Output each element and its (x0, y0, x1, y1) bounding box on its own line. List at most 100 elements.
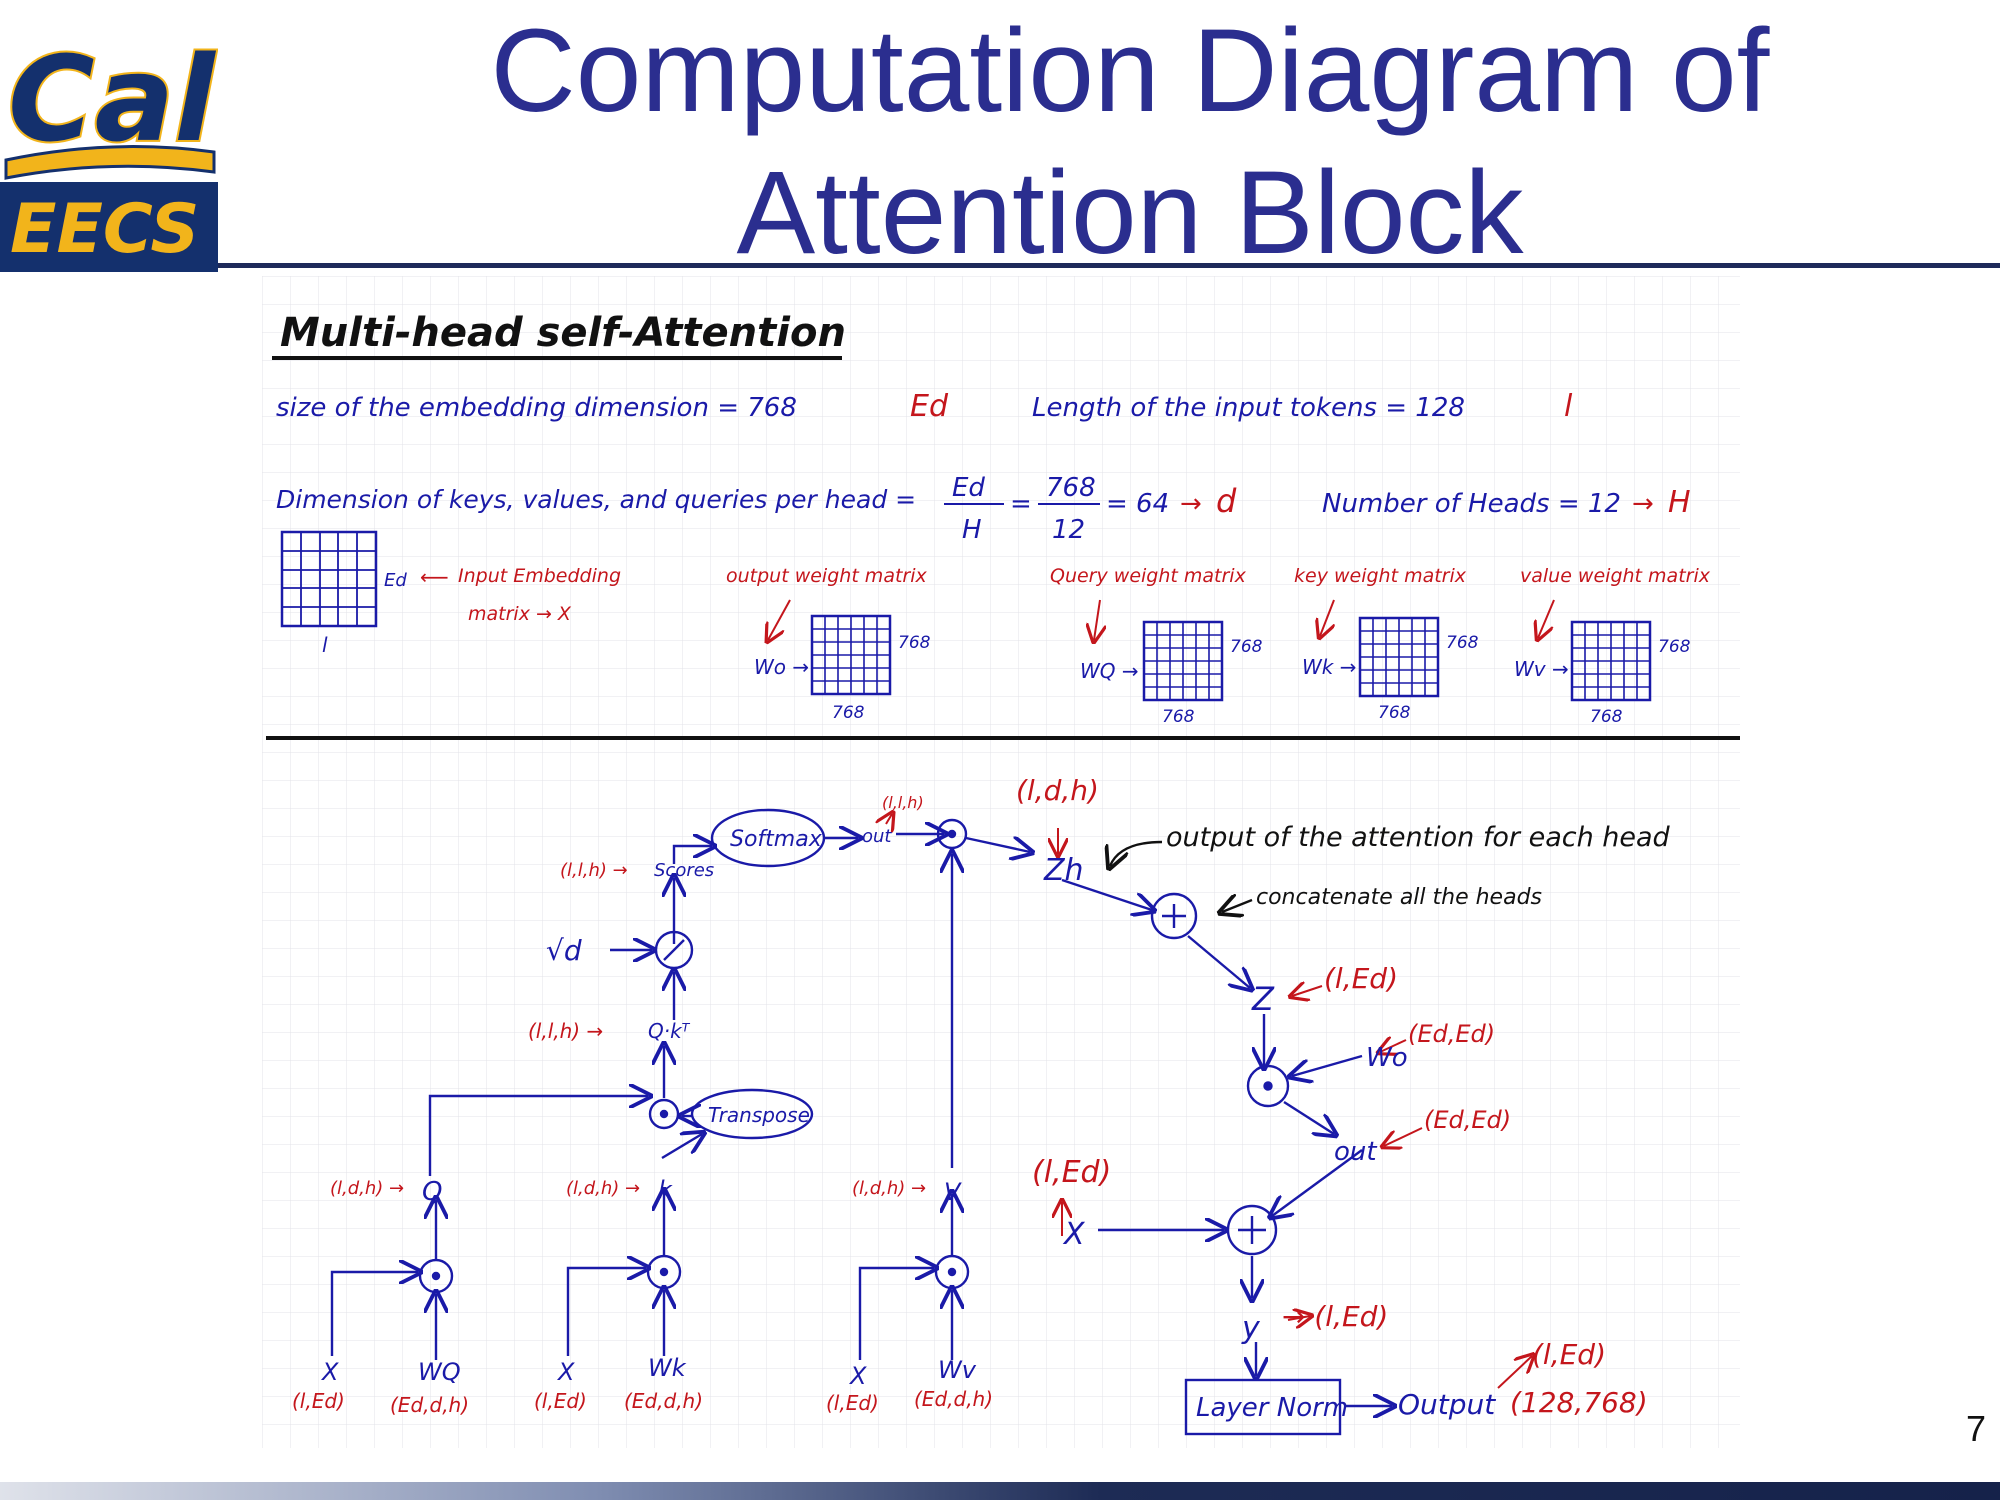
sqrt-d-label: √d (546, 934, 582, 967)
k-shape: (l,d,h) → (566, 1178, 640, 1199)
wo-label: Wo (1366, 1043, 1408, 1073)
wv-matrix-name: Wv → (1514, 657, 1569, 681)
wk-matrix-dim-bottom: 768 (1378, 703, 1411, 723)
wo-matrix-caption: output weight matrix (726, 565, 927, 587)
wq-matrix-dim-bottom: 768 (1162, 707, 1195, 727)
out2-shape: (Ed,Ed) (1424, 1106, 1511, 1134)
svg-text:⟵: ⟵ (420, 565, 449, 589)
wq-label: WQ (418, 1358, 461, 1386)
wo-matrix-dim-bottom: 768 (832, 703, 865, 723)
graph-labels: Softmax Scores (l,l,h) → (l,l,h) out √d … (292, 774, 1671, 1423)
frac1-num: Ed (952, 473, 985, 503)
computation-graph (330, 810, 1392, 1436)
x-residual-label: X (1062, 1217, 1086, 1252)
head-dim-text: Dimension of keys, values, and queries p… (276, 485, 916, 514)
y-shape: → (l,Ed) (1282, 1300, 1388, 1333)
concat-note: concatenate all the heads (1256, 885, 1542, 910)
wo-dot-node (1246, 1064, 1290, 1108)
input-embedding-matrix (280, 530, 378, 628)
cal-eecs-logo: Cal EECS (0, 0, 218, 272)
embed-dim-symbol: Ed (910, 389, 949, 424)
qk-shape: (l,l,h) → (528, 1019, 603, 1043)
input-matrix-label: Input Embedding (458, 565, 621, 587)
xq-label: X (320, 1358, 339, 1386)
k-label: k (658, 1176, 673, 1204)
v-label: V (944, 1178, 962, 1206)
z-label: Z (1251, 980, 1275, 1018)
zh-note: output of the attention for each head (1166, 822, 1671, 853)
out2-label: out (1334, 1137, 1377, 1167)
wv-matrix-dim-bottom: 768 (1590, 707, 1623, 727)
logo-cal-text: Cal (8, 30, 216, 168)
token-len-symbol: l (1564, 389, 1573, 424)
wk-matrix (1358, 616, 1440, 698)
zh-shape: (l,d,h) (1016, 774, 1099, 807)
wo-shape: (Ed,Ed) (1408, 1020, 1495, 1048)
matrices-section: Ed ⟵ Input Embedding matrix → X l output… (280, 530, 1711, 727)
scores-shape: (l,l,h) → (560, 860, 628, 881)
qk-label: Q·kᵀ (648, 1019, 691, 1043)
wk-matrix-caption: key weight matrix (1294, 565, 1467, 587)
output-shape-2: (128,768) (1510, 1386, 1648, 1419)
head-dim-result: = 64 (1106, 489, 1169, 519)
output-shape-1: (l,Ed) (1532, 1338, 1606, 1371)
page-number: 7 (1965, 1408, 1986, 1449)
frac2-num: 768 (1046, 473, 1096, 503)
svg-text:→: → (1632, 489, 1654, 519)
input-matrix-side: Ed (384, 570, 407, 591)
q-label: Q (422, 1177, 442, 1207)
wk-matrix-name: Wk → (1302, 655, 1356, 679)
v-shape: (l,d,h) → (852, 1178, 926, 1199)
q-shape: (l,d,h) → (330, 1178, 404, 1199)
wk-shape: (Ed,d,h) (624, 1389, 703, 1413)
title-rule (218, 263, 2000, 268)
wq-matrix-caption: Query weight matrix (1050, 565, 1247, 587)
wk-label: Wk (648, 1354, 687, 1382)
layernorm-box (1184, 1378, 1342, 1436)
wv-matrix-dim-side: 768 (1658, 637, 1691, 657)
wv-shape: (Ed,d,h) (914, 1387, 993, 1411)
out-shape-top: (l,l,h) (882, 793, 924, 812)
attention-diagram-panel: Multi-head self-Attention size of the em… (262, 276, 1740, 1448)
embed-dim-text: size of the embedding dimension = 768 (276, 393, 797, 423)
wk-matrix-dim-side: 768 (1446, 633, 1479, 653)
frac2-den: 12 (1052, 515, 1085, 545)
wo-matrix (810, 614, 892, 696)
num-heads-symbol: H (1668, 485, 1691, 520)
svg-text:=: = (1010, 489, 1032, 519)
attention-dot-node (936, 818, 968, 850)
input-matrix-label2: matrix → X (468, 603, 572, 625)
x-residual-shape: (l,Ed) (1032, 1155, 1111, 1190)
concat-node (1150, 892, 1198, 940)
xq-shape: (l,Ed) (292, 1389, 345, 1413)
wq-matrix-dim-side: 768 (1230, 637, 1263, 657)
xk-label: X (556, 1358, 575, 1386)
slide-title-line-2: Attention Block (736, 147, 1524, 279)
notes-heading: Multi-head self-Attention (280, 310, 846, 356)
wq-matrix (1142, 620, 1224, 702)
scores-label: Scores (654, 860, 714, 881)
slide-title-line-1: Computation Diagram of (490, 5, 1770, 137)
out-label: out (862, 826, 892, 847)
wo-matrix-dim-side: 768 (898, 633, 931, 653)
xv-label: X (848, 1362, 867, 1390)
z-shape: (l,Ed) (1324, 962, 1398, 995)
output-label: Output (1398, 1388, 1496, 1421)
token-len-text: Length of the input tokens = 128 (1032, 393, 1465, 423)
wv-label: Wv (938, 1356, 977, 1384)
wo-matrix-name: Wo → (754, 655, 809, 679)
wv-matrix-caption: value weight matrix (1520, 565, 1711, 587)
zh-label: Zh (1043, 853, 1084, 888)
transpose-label: Transpose (708, 1103, 810, 1127)
softmax-label: Softmax (730, 827, 823, 852)
wq-matrix-name: WQ → (1080, 659, 1139, 683)
svg-text:→: → (1180, 489, 1202, 519)
wv-matrix (1570, 620, 1652, 702)
y-label: y (1241, 1311, 1261, 1346)
num-heads-text: Number of Heads = 12 (1322, 489, 1621, 519)
notes-section: Multi-head self-Attention size of the em… (272, 310, 1691, 545)
input-matrix-bottom: l (322, 633, 328, 657)
logo-eecs-text: EECS (10, 190, 199, 269)
head-dim-symbol: d (1216, 482, 1237, 520)
